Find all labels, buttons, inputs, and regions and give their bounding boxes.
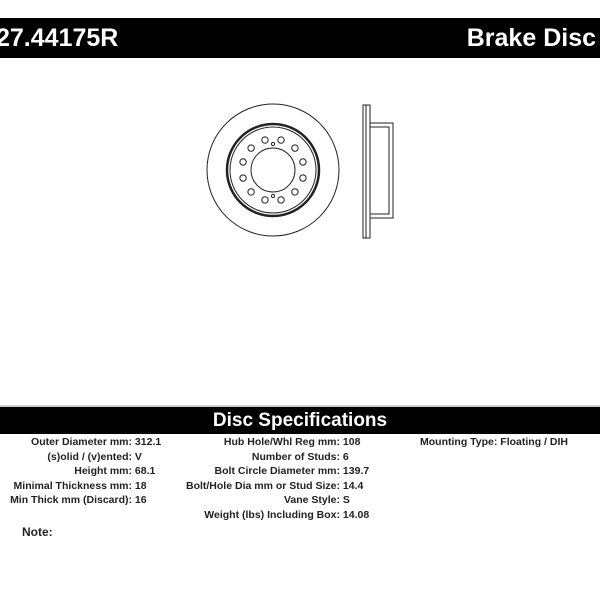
spec-value: V (134, 450, 142, 463)
spec-row: Height mm: 68.1 (0, 465, 155, 477)
bolt-hole (299, 158, 307, 166)
spec-label: Mounting Type: (420, 436, 498, 448)
spec-label: Bolt/Hole Dia mm or Stud Size: (185, 479, 340, 492)
bolt-hole (277, 196, 285, 204)
spec-row: Bolt Circle Diameter mm: 139.7 (145, 465, 370, 477)
spec-row: Number of Studs: 6 (145, 451, 349, 463)
spec-label: Minimal Thickness mm: (13, 479, 132, 492)
bolt-hole (239, 174, 247, 182)
spec-row: Weight (lbs) Including Box: 14.08 (145, 509, 369, 521)
spec-value: 139.7 (342, 465, 370, 477)
locator-hole (270, 141, 276, 147)
bolt-hole (247, 188, 255, 196)
spec-label: Height mm: (74, 465, 132, 477)
spec-value: 18 (134, 479, 147, 492)
bolt-hole (239, 158, 247, 166)
spec-row: Hub Hole/Whl Reg mm: 108 (145, 436, 361, 448)
bolt-hole (261, 136, 269, 144)
outer-rim (206, 103, 340, 237)
hat-inner-ring (229, 126, 317, 214)
spec-value: 312.1 (134, 436, 162, 448)
spec-row: Vane Style: S (145, 494, 350, 506)
bolt-hole (299, 174, 307, 182)
bolt-hole (261, 196, 269, 204)
spec-bar: Disc Specifications (0, 405, 600, 434)
spec-value: 16 (134, 494, 147, 506)
bolt-hole (277, 136, 285, 144)
spec-row: Bolt/Hole Dia mm or Stud Size: 14.4 (145, 480, 363, 492)
side-view (362, 104, 394, 239)
spec-row: Minimal Thickness mm: 18 (0, 480, 147, 492)
spec-row: (s)olid / (v)ented: V (0, 451, 142, 463)
bolt-hole (291, 188, 299, 196)
spec-value: 6 (342, 450, 349, 463)
hub-bore (250, 147, 296, 193)
spec-label: Vane Style: (283, 494, 340, 506)
bolt-hole (291, 144, 299, 152)
spec-label: Bolt Circle Diameter mm: (214, 465, 340, 477)
spec-title: Disc Specifications (212, 410, 388, 431)
header-bar: 27.44175R Brake Disc (0, 18, 600, 58)
part-number: 27.44175R (0, 24, 119, 52)
spec-label: Number of Studs: (251, 450, 340, 463)
spec-value: 14.4 (342, 479, 364, 492)
bolt-hole (247, 144, 255, 152)
spec-value: 108 (342, 436, 361, 448)
spec-label: (s)olid / (v)ented: (47, 450, 132, 463)
spec-value: 68.1 (134, 465, 156, 477)
spec-row: Outer Diameter mm: 312.1 (0, 436, 161, 448)
header-title: Brake Disc (466, 24, 596, 52)
spec-label: Hub Hole/Whl Reg mm: (223, 436, 340, 448)
spec-label: Min Thick mm (Discard): (10, 494, 132, 506)
spec-label: Weight (lbs) Including Box: (204, 508, 340, 521)
spec-value: Floating / DIH (500, 436, 568, 448)
spec-value: 14.08 (342, 508, 370, 521)
hat-ring (225, 122, 321, 218)
locator-hole (270, 193, 276, 199)
note-label: Note: (22, 525, 53, 539)
spec-row: Mounting Type: Floating / DIH (420, 436, 568, 448)
spec-label: Outer Diameter mm: (31, 436, 132, 448)
spec-value: S (342, 494, 350, 506)
spec-row: Min Thick mm (Discard): 16 (0, 494, 147, 506)
